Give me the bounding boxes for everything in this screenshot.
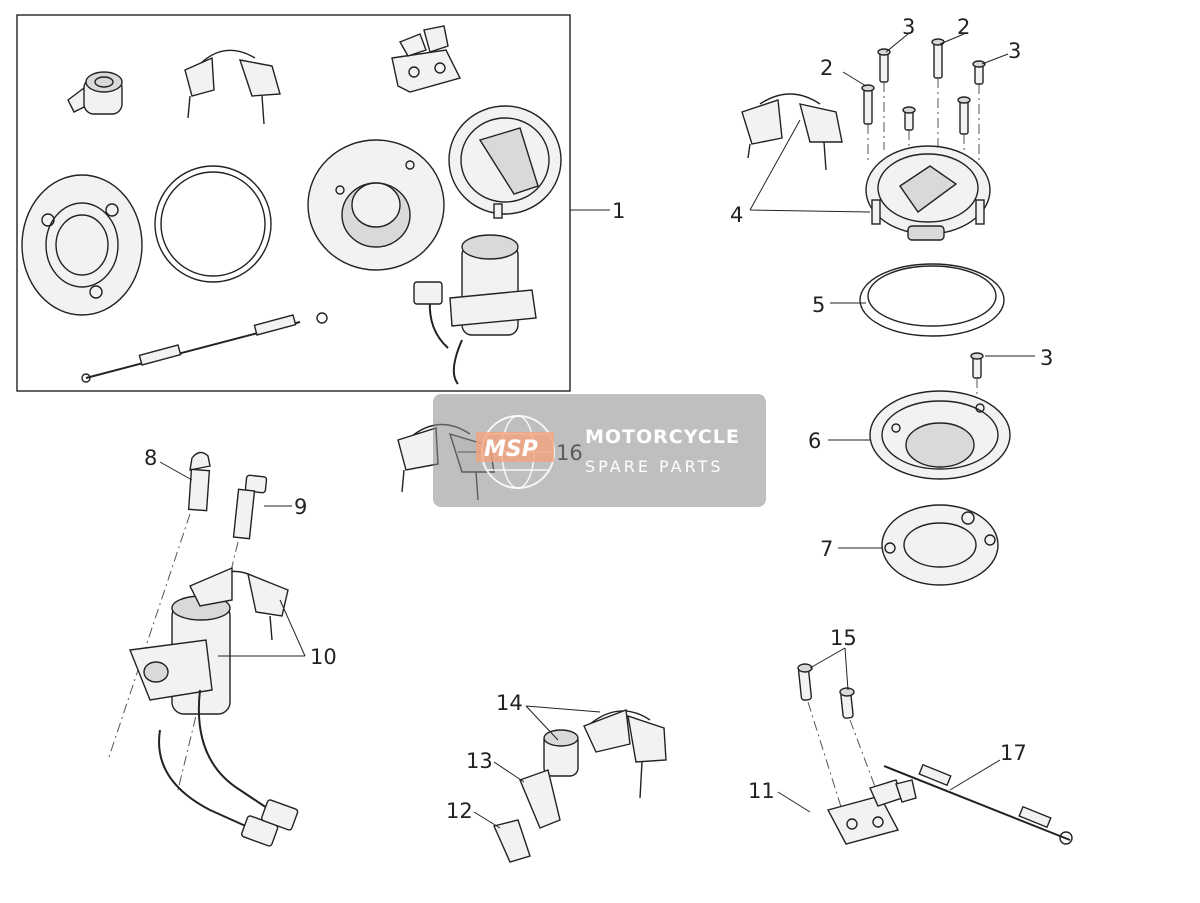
seat-latch-11 <box>777 779 917 845</box>
watermark-logo: MSP <box>484 437 538 462</box>
kit-lock-cylinder <box>67 71 123 115</box>
gasket-ring <box>830 263 1005 337</box>
cable-17 <box>883 759 1073 845</box>
watermark: MSP MOTORCYCLE SPARE PARTS <box>433 394 766 507</box>
callout-6: 6 <box>808 429 821 453</box>
watermark-line2: SPARE PARTS <box>585 457 724 476</box>
leader-4 <box>749 119 871 213</box>
kit-ignition-switch <box>413 234 537 385</box>
callout-5: 5 <box>812 293 825 317</box>
kit-fuel-cap <box>448 105 562 219</box>
callout-3a: 3 <box>902 15 915 39</box>
mounting-plate <box>838 504 999 586</box>
leader-2b <box>939 33 965 45</box>
callout-13: 13 <box>466 749 493 773</box>
callout-17: 17 <box>1000 741 1027 765</box>
ignition-switch-assembly <box>129 566 306 847</box>
kit-keys <box>184 49 281 125</box>
callout-3b: 3 <box>1008 39 1021 63</box>
screws-15 <box>797 647 881 811</box>
kit-cap-housing <box>307 139 445 271</box>
keys-top-right <box>741 93 843 171</box>
callout-1: 1 <box>612 199 625 223</box>
callout-11: 11 <box>748 779 775 803</box>
callout-3c: 3 <box>1040 346 1053 370</box>
callout-15: 15 <box>830 626 857 650</box>
callout-12: 12 <box>446 799 473 823</box>
seat-lock-assembly <box>473 705 667 863</box>
callout-2b: 2 <box>957 15 970 39</box>
watermark-line1: MOTORCYCLE <box>585 426 740 448</box>
callout-9: 9 <box>294 495 307 519</box>
callout-14: 14 <box>496 691 523 715</box>
leader-3a <box>885 33 909 53</box>
leader-2a <box>842 71 867 87</box>
kit-seat-latch <box>391 25 462 93</box>
kit-box <box>16 14 610 392</box>
fuel-cap-assembly <box>865 145 991 241</box>
leader-3b <box>981 53 1009 65</box>
cap-housing <box>828 390 1011 480</box>
callout-8: 8 <box>144 446 157 470</box>
screw-dash-lines-top <box>867 78 980 160</box>
pin-8 <box>107 451 211 761</box>
callout-2a: 2 <box>820 56 833 80</box>
callout-10: 10 <box>310 645 337 669</box>
callout-7: 7 <box>820 537 833 561</box>
kit-cap-plate <box>21 174 143 316</box>
kit-cable <box>81 312 328 383</box>
kit-gasket <box>154 165 272 283</box>
callout-4: 4 <box>730 203 743 227</box>
screw-set-top <box>861 38 986 135</box>
